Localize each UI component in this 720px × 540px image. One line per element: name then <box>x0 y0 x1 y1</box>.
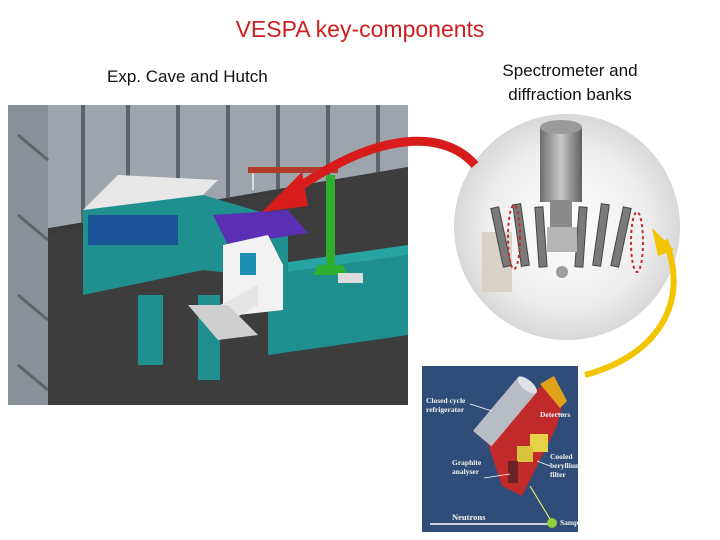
schematic-drawing <box>422 366 578 532</box>
cave-hutch-render <box>8 105 408 405</box>
spectrometer-caption: Spectrometer and diffraction banks <box>480 59 660 107</box>
slide-title: VESPA key-components <box>0 16 720 43</box>
label-cooled-filter: Cooled beryllium filter <box>550 452 580 479</box>
cave-hutch-caption: Exp. Cave and Hutch <box>107 67 268 87</box>
spectrometer-render <box>452 112 682 342</box>
label-sample: Sample <box>560 518 584 527</box>
label-analyser: Graphite analyser <box>452 458 488 476</box>
label-neutrons: Neutrons <box>452 513 485 522</box>
spectrometer-caption-line1: Spectrometer and <box>480 59 660 83</box>
label-refrigerator: Closed cycle refrigerator <box>426 396 476 414</box>
spectrometer-caption-line2: diffraction banks <box>480 83 660 107</box>
spectrometer-schematic: Closed cycle refrigerator Detectors Cool… <box>422 366 578 532</box>
label-detectors: Detectors <box>540 410 570 419</box>
